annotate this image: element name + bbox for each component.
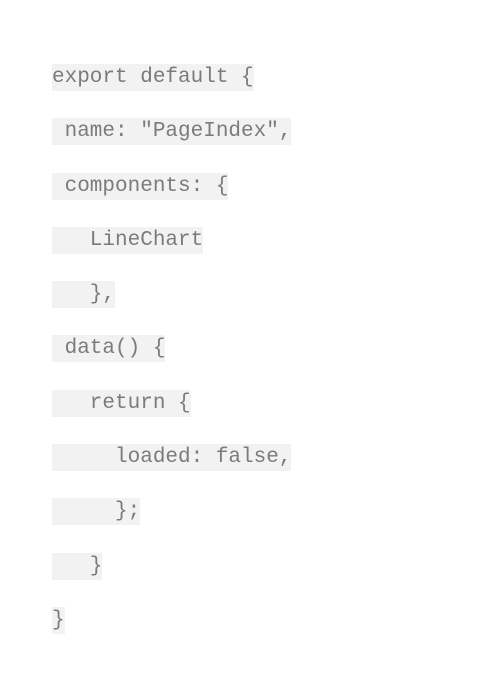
code-line-text: return { <box>52 389 191 417</box>
code-line-text: LineChart <box>52 226 204 254</box>
code-line-text: loaded: false, <box>52 444 292 472</box>
code-line: }; <box>52 498 291 552</box>
code-line-text: export default { <box>52 64 254 91</box>
code-line: components: { <box>52 172 291 227</box>
code-line: LineChart <box>52 226 291 281</box>
code-line: }, <box>52 281 291 335</box>
code-line-text: }, <box>52 281 116 309</box>
code-line: data() { <box>52 335 291 389</box>
code-line: loaded: false, <box>52 444 292 498</box>
code-line: } <box>52 552 291 607</box>
code-line-text: components: { <box>52 172 229 200</box>
code-line: return { <box>52 389 291 444</box>
code-line: export default { <box>52 64 291 118</box>
code-line-text: } <box>52 606 65 634</box>
code-line-text: data() { <box>52 335 166 363</box>
code-block: export default { name: "PageIndex", comp… <box>52 64 292 661</box>
code-line: } <box>52 606 291 661</box>
code-line-text: } <box>52 552 103 580</box>
code-line-text: }; <box>52 498 141 526</box>
code-line: name: "PageIndex", <box>52 118 292 172</box>
code-line-text: name: "PageIndex", <box>52 118 292 146</box>
